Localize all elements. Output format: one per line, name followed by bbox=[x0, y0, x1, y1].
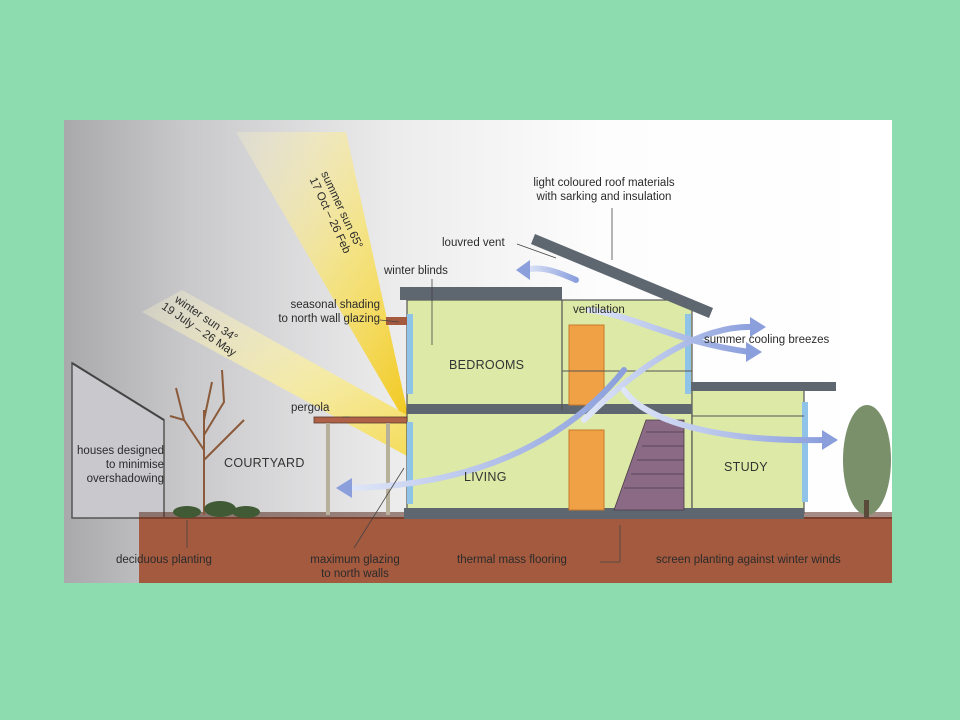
air-flow-arrows bbox=[346, 265, 827, 491]
screen-planting bbox=[843, 405, 891, 518]
neighbour-house bbox=[71, 361, 165, 519]
winter-blinds-label: winter blinds bbox=[384, 265, 448, 277]
ventilation-label: ventilation bbox=[573, 304, 625, 316]
ground bbox=[139, 517, 892, 583]
pergola-label: pergola bbox=[291, 402, 330, 414]
door-upper bbox=[568, 324, 605, 406]
thermal-mass-label: thermal mass flooring bbox=[457, 554, 567, 566]
study-wing bbox=[691, 389, 805, 514]
door-lower bbox=[568, 429, 605, 511]
winter-sun-beam bbox=[142, 290, 407, 456]
room-study: STUDY bbox=[724, 460, 768, 474]
north-window-upper bbox=[407, 314, 413, 394]
summer-cooling-breezes-label: summer cooling breezes bbox=[704, 334, 830, 346]
deciduous-tree bbox=[169, 369, 245, 515]
room-bedrooms: BEDROOMS bbox=[449, 358, 525, 372]
house-section-drawing bbox=[71, 132, 892, 583]
upper-floor bbox=[406, 299, 693, 411]
north-window-lower bbox=[407, 422, 413, 504]
leader-lines bbox=[186, 208, 621, 563]
roof bbox=[531, 234, 713, 318]
deciduous-planting-label: deciduous planting bbox=[116, 554, 212, 566]
pergola bbox=[313, 416, 408, 424]
screen-planting-label: screen planting against winter winds bbox=[656, 554, 841, 566]
louvred-vent-label: louvred vent bbox=[442, 237, 505, 249]
room-courtyard: COURTYARD bbox=[224, 456, 305, 470]
summer-sun-beam bbox=[236, 132, 407, 425]
room-living: LIVING bbox=[464, 470, 507, 484]
shrubs bbox=[173, 501, 260, 518]
